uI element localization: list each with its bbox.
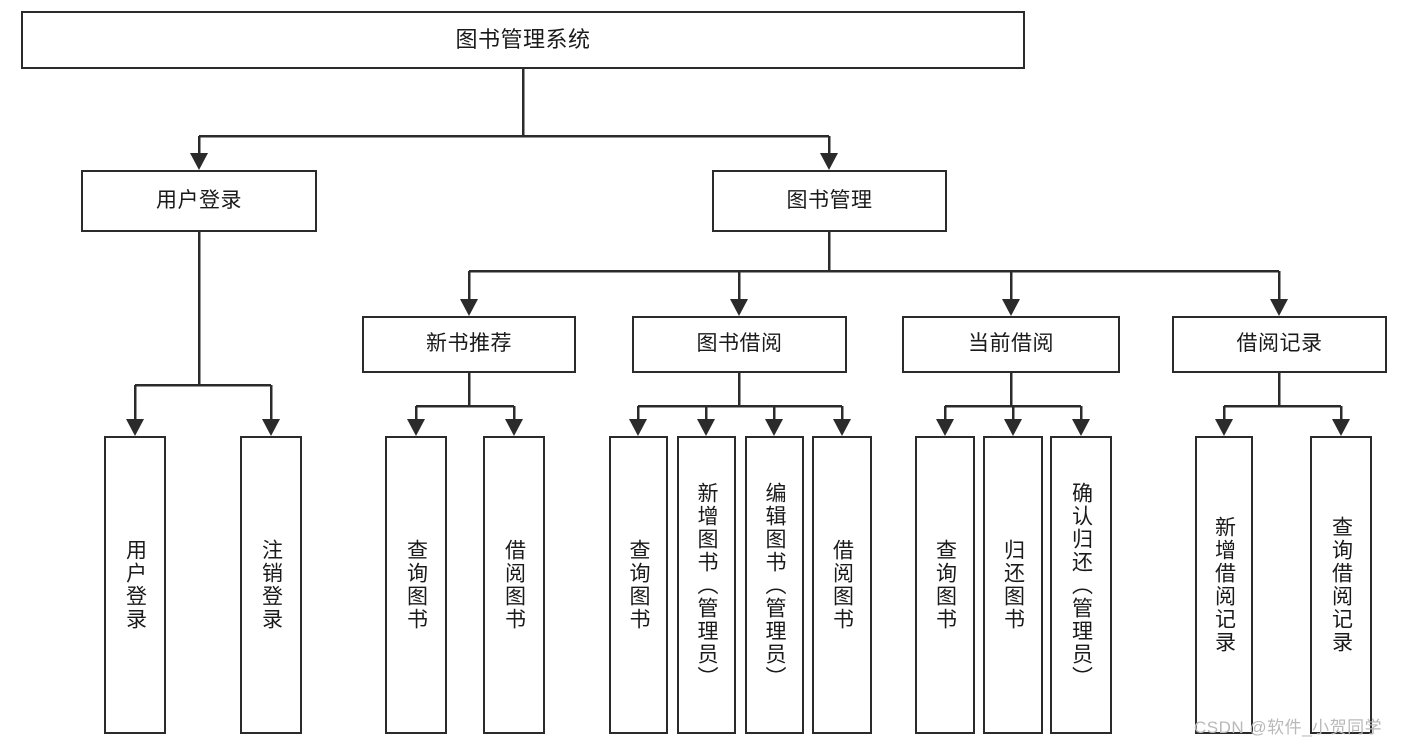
arrowhead-icon [629, 419, 647, 436]
arrowhead-icon [1332, 419, 1350, 436]
node-user-login[interactable]: 用户登录 [81, 170, 317, 232]
node-label: 新书推荐 [426, 332, 512, 356]
arrowhead-icon [1215, 419, 1233, 436]
arrowhead-icon [1002, 299, 1020, 316]
node-label: 注销登录 [259, 539, 283, 631]
arrowhead-icon [460, 299, 478, 316]
node-leaf-edit-book[interactable]: 编辑图书（管理员） [745, 436, 804, 734]
node-leaf-cur-query[interactable]: 查询图书 [915, 436, 975, 734]
arrowhead-icon [765, 419, 783, 436]
node-label: 图书管理系统 [455, 27, 591, 53]
node-label: 当前借阅 [968, 332, 1054, 356]
node-label: 新增借阅记录 [1212, 516, 1236, 654]
node-label: 查询图书 [627, 539, 650, 631]
arrowhead-icon [262, 419, 280, 436]
node-label: 确认归还（管理员） [1069, 481, 1093, 689]
node-label: 图书管理 [786, 188, 873, 212]
node-root[interactable]: 图书管理系统 [21, 11, 1025, 69]
arrowhead-icon [1004, 419, 1022, 436]
node-leaf-query-record[interactable]: 查询借阅记录 [1310, 436, 1372, 734]
node-label: 借阅图书 [830, 539, 854, 631]
node-label: 归还图书 [1001, 539, 1025, 631]
node-current-borrow[interactable]: 当前借阅 [902, 316, 1120, 373]
node-label: 查询图书 [404, 539, 428, 631]
node-leaf-user-login[interactable]: 用户登录 [104, 436, 166, 734]
arrowhead-icon [505, 419, 523, 436]
node-book-manage[interactable]: 图书管理 [712, 170, 947, 232]
node-label: 查询借阅记录 [1329, 516, 1353, 654]
node-leaf-borrow-book[interactable]: 借阅图书 [812, 436, 872, 734]
node-label: 借阅图书 [502, 539, 526, 631]
node-leaf-rec-borrow[interactable]: 借阅图书 [483, 436, 545, 734]
node-label: 用户登录 [156, 188, 242, 212]
node-borrow-record[interactable]: 借阅记录 [1172, 316, 1387, 373]
node-leaf-return-book[interactable]: 归还图书 [983, 436, 1043, 734]
arrowhead-icon [820, 153, 838, 170]
node-label: 查询图书 [933, 539, 957, 631]
arrowhead-icon [936, 419, 954, 436]
node-leaf-rec-query[interactable]: 查询图书 [385, 436, 447, 734]
node-leaf-confirm-return[interactable]: 确认归还（管理员） [1050, 436, 1112, 734]
node-new-book-rec[interactable]: 新书推荐 [362, 316, 576, 373]
arrowhead-icon [730, 299, 748, 316]
arrowhead-icon [697, 419, 715, 436]
node-label: 编辑图书（管理员） [763, 481, 786, 689]
arrowhead-icon [407, 419, 425, 436]
node-label: 新增图书（管理员） [695, 481, 718, 689]
node-leaf-add-book[interactable]: 新增图书（管理员） [677, 436, 736, 734]
node-label: 用户登录 [123, 539, 147, 631]
arrowhead-icon [126, 419, 144, 436]
node-label: 借阅记录 [1236, 332, 1323, 356]
arrowhead-icon [1072, 419, 1090, 436]
arrowhead-icon [1270, 299, 1288, 316]
arrowhead-icon [833, 419, 851, 436]
arrowhead-icon [190, 153, 208, 170]
node-leaf-logout[interactable]: 注销登录 [240, 436, 302, 734]
node-book-borrow[interactable]: 图书借阅 [632, 316, 847, 373]
node-leaf-borrow-query[interactable]: 查询图书 [609, 436, 668, 734]
node-label: 图书借阅 [696, 332, 783, 356]
node-leaf-add-record[interactable]: 新增借阅记录 [1195, 436, 1253, 734]
